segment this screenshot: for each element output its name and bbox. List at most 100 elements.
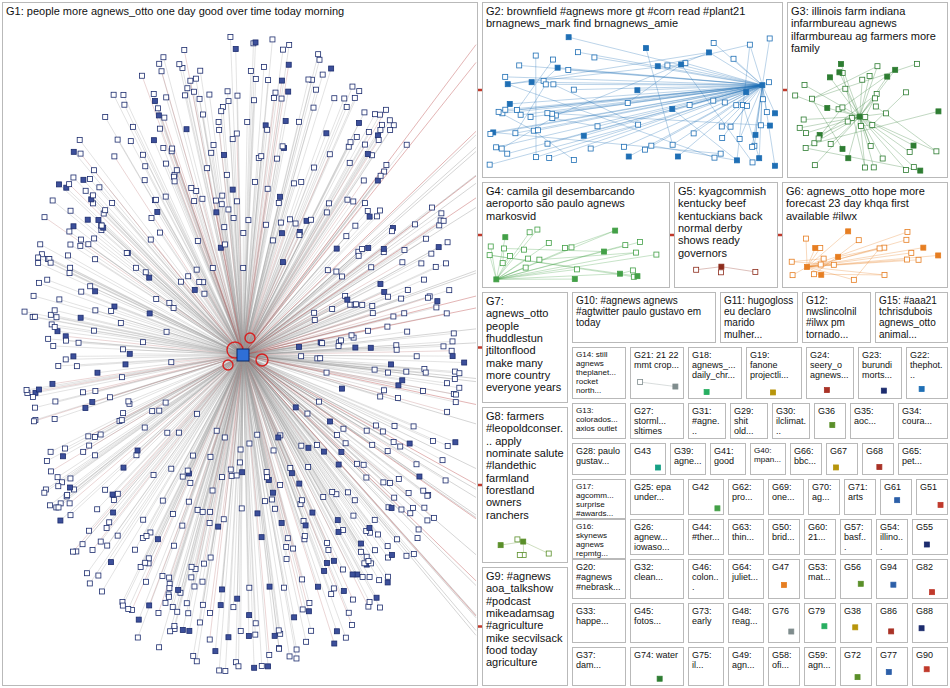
group-label: G2: brownfield #agnews more gt #corn rea… (486, 5, 779, 30)
vertex-dot (167, 586, 172, 591)
vertex-dot (638, 380, 643, 385)
vertex-dot (831, 262, 836, 267)
vertex-dot (163, 600, 168, 605)
self-loop (223, 360, 233, 370)
tie-line (243, 355, 262, 666)
tie-line (178, 355, 243, 590)
vertex-dot (881, 388, 886, 393)
vertex-dot (283, 119, 288, 124)
tie-line (80, 140, 243, 355)
tie-line (860, 117, 914, 167)
vertex-dot (320, 72, 325, 77)
vertex-dot (488, 131, 493, 136)
vertex-dot (315, 584, 320, 589)
vertex-dot (294, 647, 299, 652)
vertex-dot (286, 89, 291, 94)
vertex-dot (387, 118, 392, 123)
tie-line (138, 355, 243, 450)
vertex-dot (687, 102, 692, 107)
vertex-dot (266, 664, 271, 669)
vertex-dot (670, 142, 675, 147)
vertex-dot (404, 369, 409, 374)
group-box: G65: pet... (898, 443, 948, 475)
vertex-dot (68, 485, 73, 490)
tie-line (169, 355, 243, 597)
tie-line (184, 50, 243, 355)
vertex-dot (496, 109, 501, 114)
group-box: G13: colorados... axios outlet (572, 403, 626, 439)
group-box: G43 (630, 443, 666, 475)
vertex-dot (272, 633, 277, 638)
vertex-dot (126, 606, 131, 611)
tie-line (493, 132, 720, 153)
vertex-dot (924, 667, 929, 672)
vertex-dot (107, 520, 112, 525)
vertex-dot (398, 444, 403, 449)
vertex-dot (169, 360, 174, 365)
vertex-dot (855, 675, 860, 680)
tie-line (814, 240, 859, 274)
vertex-dot (919, 626, 924, 631)
tie-line (759, 85, 762, 158)
vertex-dot (188, 480, 193, 485)
vertex-dot (821, 256, 826, 261)
tie-line (225, 355, 243, 437)
vertex-dot (172, 179, 177, 184)
vertex-dot (228, 467, 233, 472)
tie-line (243, 355, 447, 412)
group-box: G39: agne... (670, 443, 706, 475)
vertex-dot (327, 419, 332, 424)
tie-line (243, 355, 318, 587)
vertex-dot (404, 142, 409, 147)
vertex-dot (827, 75, 832, 80)
vertex-dot (416, 527, 421, 532)
vertex-dot (426, 493, 431, 498)
vertex-dot (378, 281, 383, 286)
vertex-dot (720, 136, 725, 141)
vertex-dot (165, 430, 170, 435)
vertex-dot (200, 579, 205, 584)
vertex-dot (633, 250, 638, 255)
vertex-dot (338, 338, 343, 343)
vertex-dot (304, 639, 309, 644)
tie-line (547, 85, 762, 113)
vertex-dot (182, 48, 187, 53)
vertex-dot (95, 370, 100, 375)
vertex-dot (803, 131, 808, 136)
vertex-dot (750, 144, 755, 149)
group-box: G6: agnews_otto hope more forecast 23 da… (782, 182, 948, 288)
vertex-dot (67, 182, 72, 187)
vertex-dot (31, 419, 36, 424)
vertex-dot (149, 215, 154, 220)
vertex-dot (334, 269, 339, 274)
group-box: G41: good (710, 443, 746, 475)
tie-line (39, 283, 243, 355)
vertex-dot (635, 274, 640, 279)
vertex-dot (52, 308, 57, 313)
vertex-dot (271, 490, 276, 495)
vertex-dot (207, 521, 212, 526)
vertex-dot (54, 315, 59, 320)
vertex-dot (825, 105, 830, 110)
vertex-dot (581, 133, 586, 138)
vertex-dot (563, 245, 568, 250)
vertex-dot (336, 529, 341, 534)
tie-line (90, 179, 243, 355)
vertex-dot (332, 641, 337, 646)
tie-line (243, 355, 331, 594)
vertex-dot (300, 498, 305, 503)
tie-line (163, 57, 243, 355)
group-box: G3: illinois farm indiana infarmbureau a… (787, 2, 948, 178)
group-box: G35: aoc... (850, 403, 894, 439)
tie-line (243, 201, 353, 355)
vertex-dot (71, 149, 76, 154)
vertex-dot (379, 122, 384, 127)
tie-line (81, 240, 243, 355)
group-box: G40: mpan... (750, 443, 786, 475)
vertex-dot (135, 635, 140, 640)
vertex-dot (171, 511, 176, 516)
tie-line (243, 355, 476, 618)
vertex-dot (351, 513, 356, 518)
vertex-dot (330, 490, 335, 495)
